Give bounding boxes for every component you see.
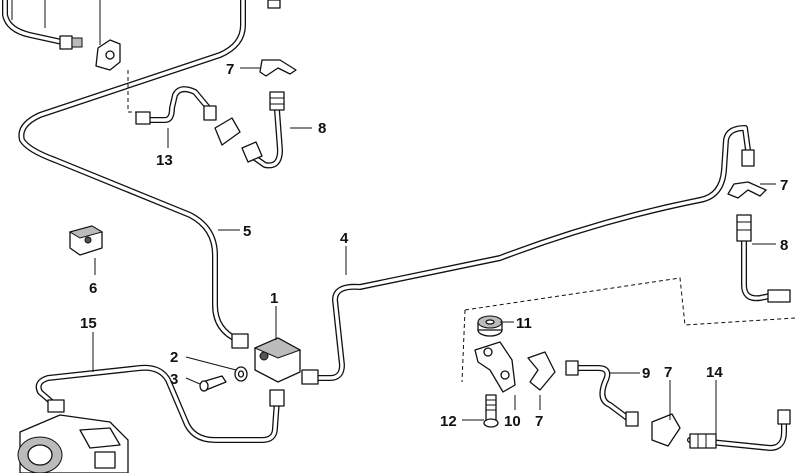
tube-nut-9-right	[625, 411, 639, 427]
callout-labels: 1 2 3 4 5 6 7 7 7 7 8 8 9 10 11 12 13 14…	[80, 61, 788, 430]
clip-7-upper	[259, 59, 297, 77]
tube-nut-9-left	[565, 360, 579, 376]
brake-line-4	[315, 125, 751, 381]
brake-hose-8-right	[741, 237, 773, 302]
brake-line-14	[687, 412, 787, 451]
callout-7-middle: 7	[535, 413, 543, 430]
tube-nut-13-right	[203, 105, 217, 121]
tube-nut-15-right	[269, 389, 285, 407]
callout-2: 2	[170, 349, 178, 366]
tube-nut-right-top	[741, 149, 755, 167]
clip-13	[214, 117, 263, 163]
tube-nut-14-left	[689, 433, 717, 449]
callout-5: 5	[243, 223, 251, 240]
callout-11: 11	[516, 315, 532, 332]
bracket-10	[474, 341, 516, 393]
clip-7-right	[727, 181, 767, 199]
callout-7-upper: 7	[226, 61, 234, 78]
callout-10: 10	[504, 413, 521, 430]
nut-11	[477, 315, 503, 337]
callout-1: 1	[270, 290, 278, 307]
callout-8-right: 8	[780, 237, 788, 254]
bolt-3	[199, 375, 227, 392]
callout-3: 3	[170, 371, 178, 388]
callout-14: 14	[706, 364, 723, 381]
brake-line-5	[18, 0, 246, 343]
hose-fitting-8-upper	[269, 91, 285, 111]
clip-7-middle	[527, 351, 556, 391]
brake-distributor-1	[231, 333, 319, 385]
callout-9: 9	[642, 365, 650, 382]
leader-lines	[11, 0, 776, 434]
brake-line-15	[35, 364, 280, 443]
callout-12: 12	[440, 413, 457, 430]
callout-13: 13	[156, 152, 173, 169]
tube-nut-8-right-end	[767, 289, 791, 303]
hose-fitting-8-right	[736, 214, 752, 242]
callout-4: 4	[340, 230, 349, 247]
callout-8-upper: 8	[318, 120, 326, 137]
brake-line-9	[575, 365, 633, 423]
rubber-block-6	[68, 225, 104, 256]
tube-nut-top	[267, 0, 281, 9]
abs-hydraulic-unit	[17, 414, 129, 473]
clip-7-lower-right	[651, 413, 681, 447]
bracket-top-left	[95, 39, 121, 71]
callout-6: 6	[89, 280, 97, 297]
tube-nut-15-left	[47, 399, 65, 413]
tube-nut-top-left	[59, 35, 83, 50]
brake-hose-8-upper	[252, 107, 283, 169]
washer-2	[234, 366, 248, 382]
tube-nut-13-left	[135, 111, 151, 125]
tube-nut-14-right	[777, 409, 791, 425]
bolt-12	[483, 394, 499, 428]
brake-line-13	[147, 86, 213, 123]
brake-line-top-left	[2, 0, 65, 45]
callout-7-lower-right: 7	[664, 364, 672, 381]
callout-7-right: 7	[780, 177, 788, 194]
callout-15: 15	[80, 315, 97, 332]
